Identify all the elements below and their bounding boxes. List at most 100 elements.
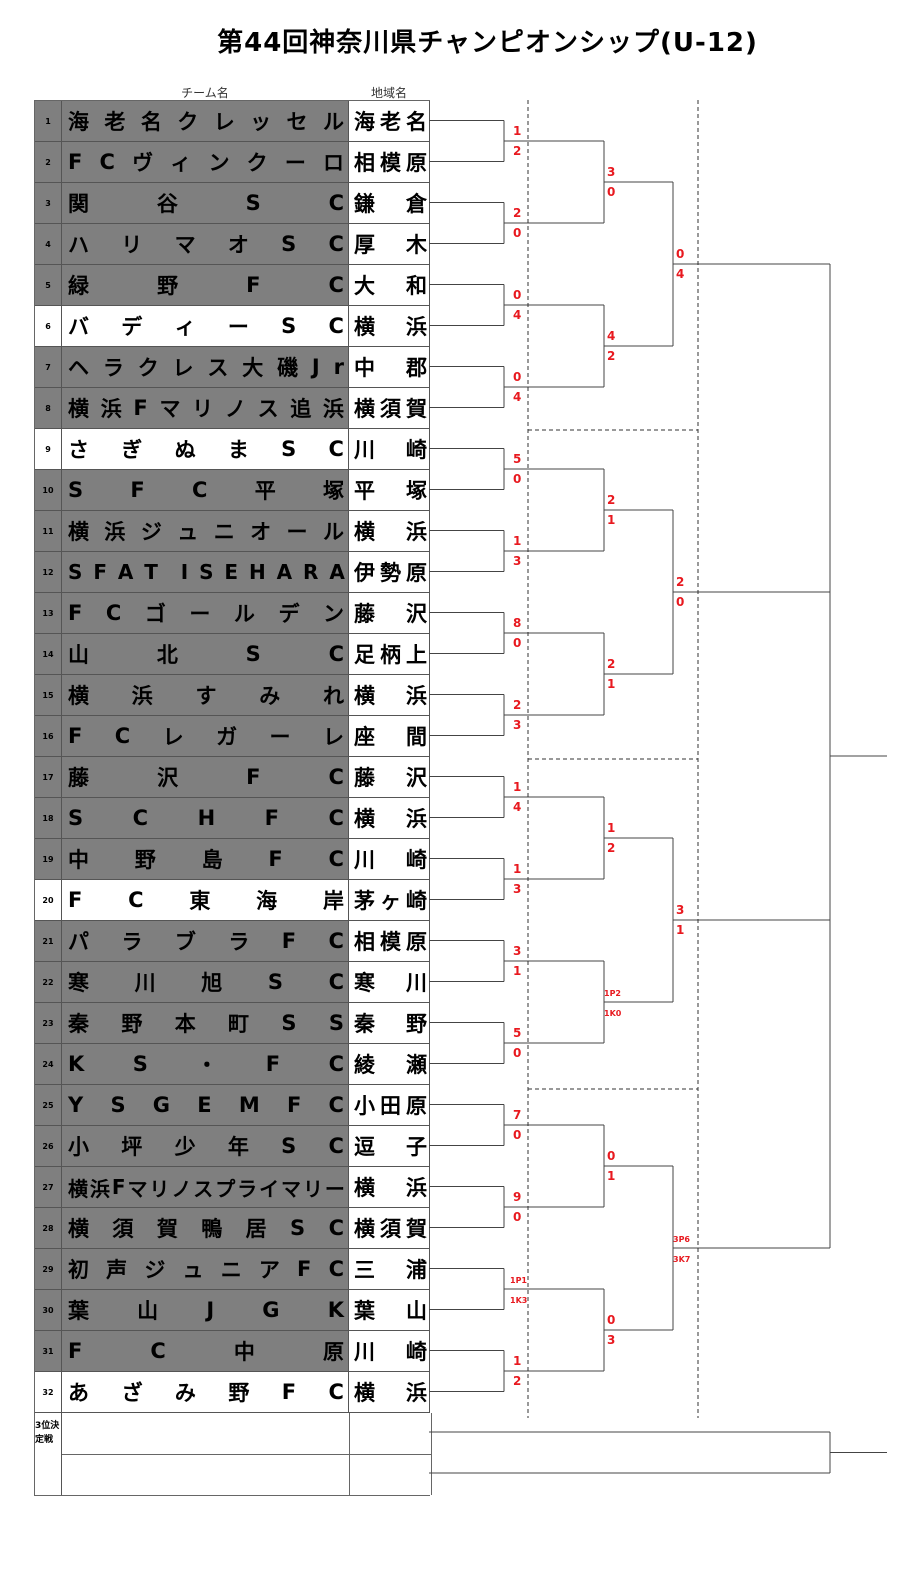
team-name: 横浜すみれ: [62, 675, 349, 715]
team-region: 藤沢: [349, 757, 430, 797]
team-region: 座間: [349, 716, 430, 756]
seed-number: 15: [35, 675, 62, 715]
seed-number: 14: [35, 634, 62, 674]
seed-number: 5: [35, 265, 62, 305]
seed-number: 28: [35, 1208, 62, 1248]
match-score-bottom: 3: [513, 882, 521, 896]
match-score-bottom: 2: [607, 841, 615, 855]
match-score-top: 0: [607, 1149, 615, 1163]
match-score-top: 1P2: [604, 989, 621, 998]
match-score-bottom: 0: [676, 595, 684, 609]
match-score-bottom: 1: [607, 1169, 615, 1183]
team-region: 鎌倉: [349, 183, 430, 223]
team-region: 茅ヶ崎: [349, 880, 430, 920]
team-region: 平塚: [349, 470, 430, 510]
seed-number: 9: [35, 429, 62, 469]
match-score-top: 0: [513, 288, 521, 302]
team-name: 海老名クレッセル: [62, 101, 349, 141]
team-region: 横浜: [349, 675, 430, 715]
seed-number: 13: [35, 593, 62, 633]
match-score-bottom: 0: [513, 226, 521, 240]
match-score-bottom: 1: [676, 923, 684, 937]
team-region: 藤沢: [349, 593, 430, 633]
match-score-bottom: 0: [513, 472, 521, 486]
match-score-bottom: 1K0: [604, 1009, 622, 1018]
team-column-header: チーム名: [181, 86, 229, 100]
match-score-bottom: 2: [513, 1374, 521, 1388]
match-score-top: 2: [607, 493, 615, 507]
seed-number: 7: [35, 347, 62, 387]
page-title: 第44回神奈川県チャンピオンシップ(U-12): [217, 28, 758, 58]
seed-number: 16: [35, 716, 62, 756]
team-region: 中郡: [349, 347, 430, 387]
team-region: 大和: [349, 265, 430, 305]
team-region: 相模原: [349, 142, 430, 182]
seed-number: 21: [35, 921, 62, 961]
match-score-bottom: 0: [607, 185, 615, 199]
seed-number: 18: [35, 798, 62, 838]
team-region: 川崎: [349, 1331, 430, 1371]
seed-number: 25: [35, 1085, 62, 1125]
seed-number: 17: [35, 757, 62, 797]
match-score-top: 0: [676, 247, 684, 261]
team-region: 伊勢原: [349, 552, 430, 592]
team-region: 厚木: [349, 224, 430, 264]
team-region: 葉山: [349, 1290, 430, 1330]
seed-number: 23: [35, 1003, 62, 1043]
match-score-top: 3P6: [673, 1235, 690, 1244]
match-score-bottom: 3K7: [673, 1255, 690, 1264]
match-score-top: 2: [513, 206, 521, 220]
team-region: 寒川: [349, 962, 430, 1002]
match-score-top: 0: [513, 370, 521, 384]
team-region: 横浜: [349, 1372, 430, 1412]
match-score-bottom: 1: [513, 964, 521, 978]
seed-number: 1: [35, 101, 62, 141]
match-score-top: 2: [676, 575, 684, 589]
match-score-top: 8: [513, 616, 521, 630]
third-place-row: 3位決定戦: [35, 1413, 432, 1496]
match-score-bottom: 4: [513, 800, 521, 814]
match-score-top: 2: [513, 698, 521, 712]
seed-number: 24: [35, 1044, 62, 1084]
match-score-top: 0: [607, 1313, 615, 1327]
seed-number: 11: [35, 511, 62, 551]
match-score-top: 1: [513, 862, 521, 876]
team-region: 三浦: [349, 1249, 430, 1289]
